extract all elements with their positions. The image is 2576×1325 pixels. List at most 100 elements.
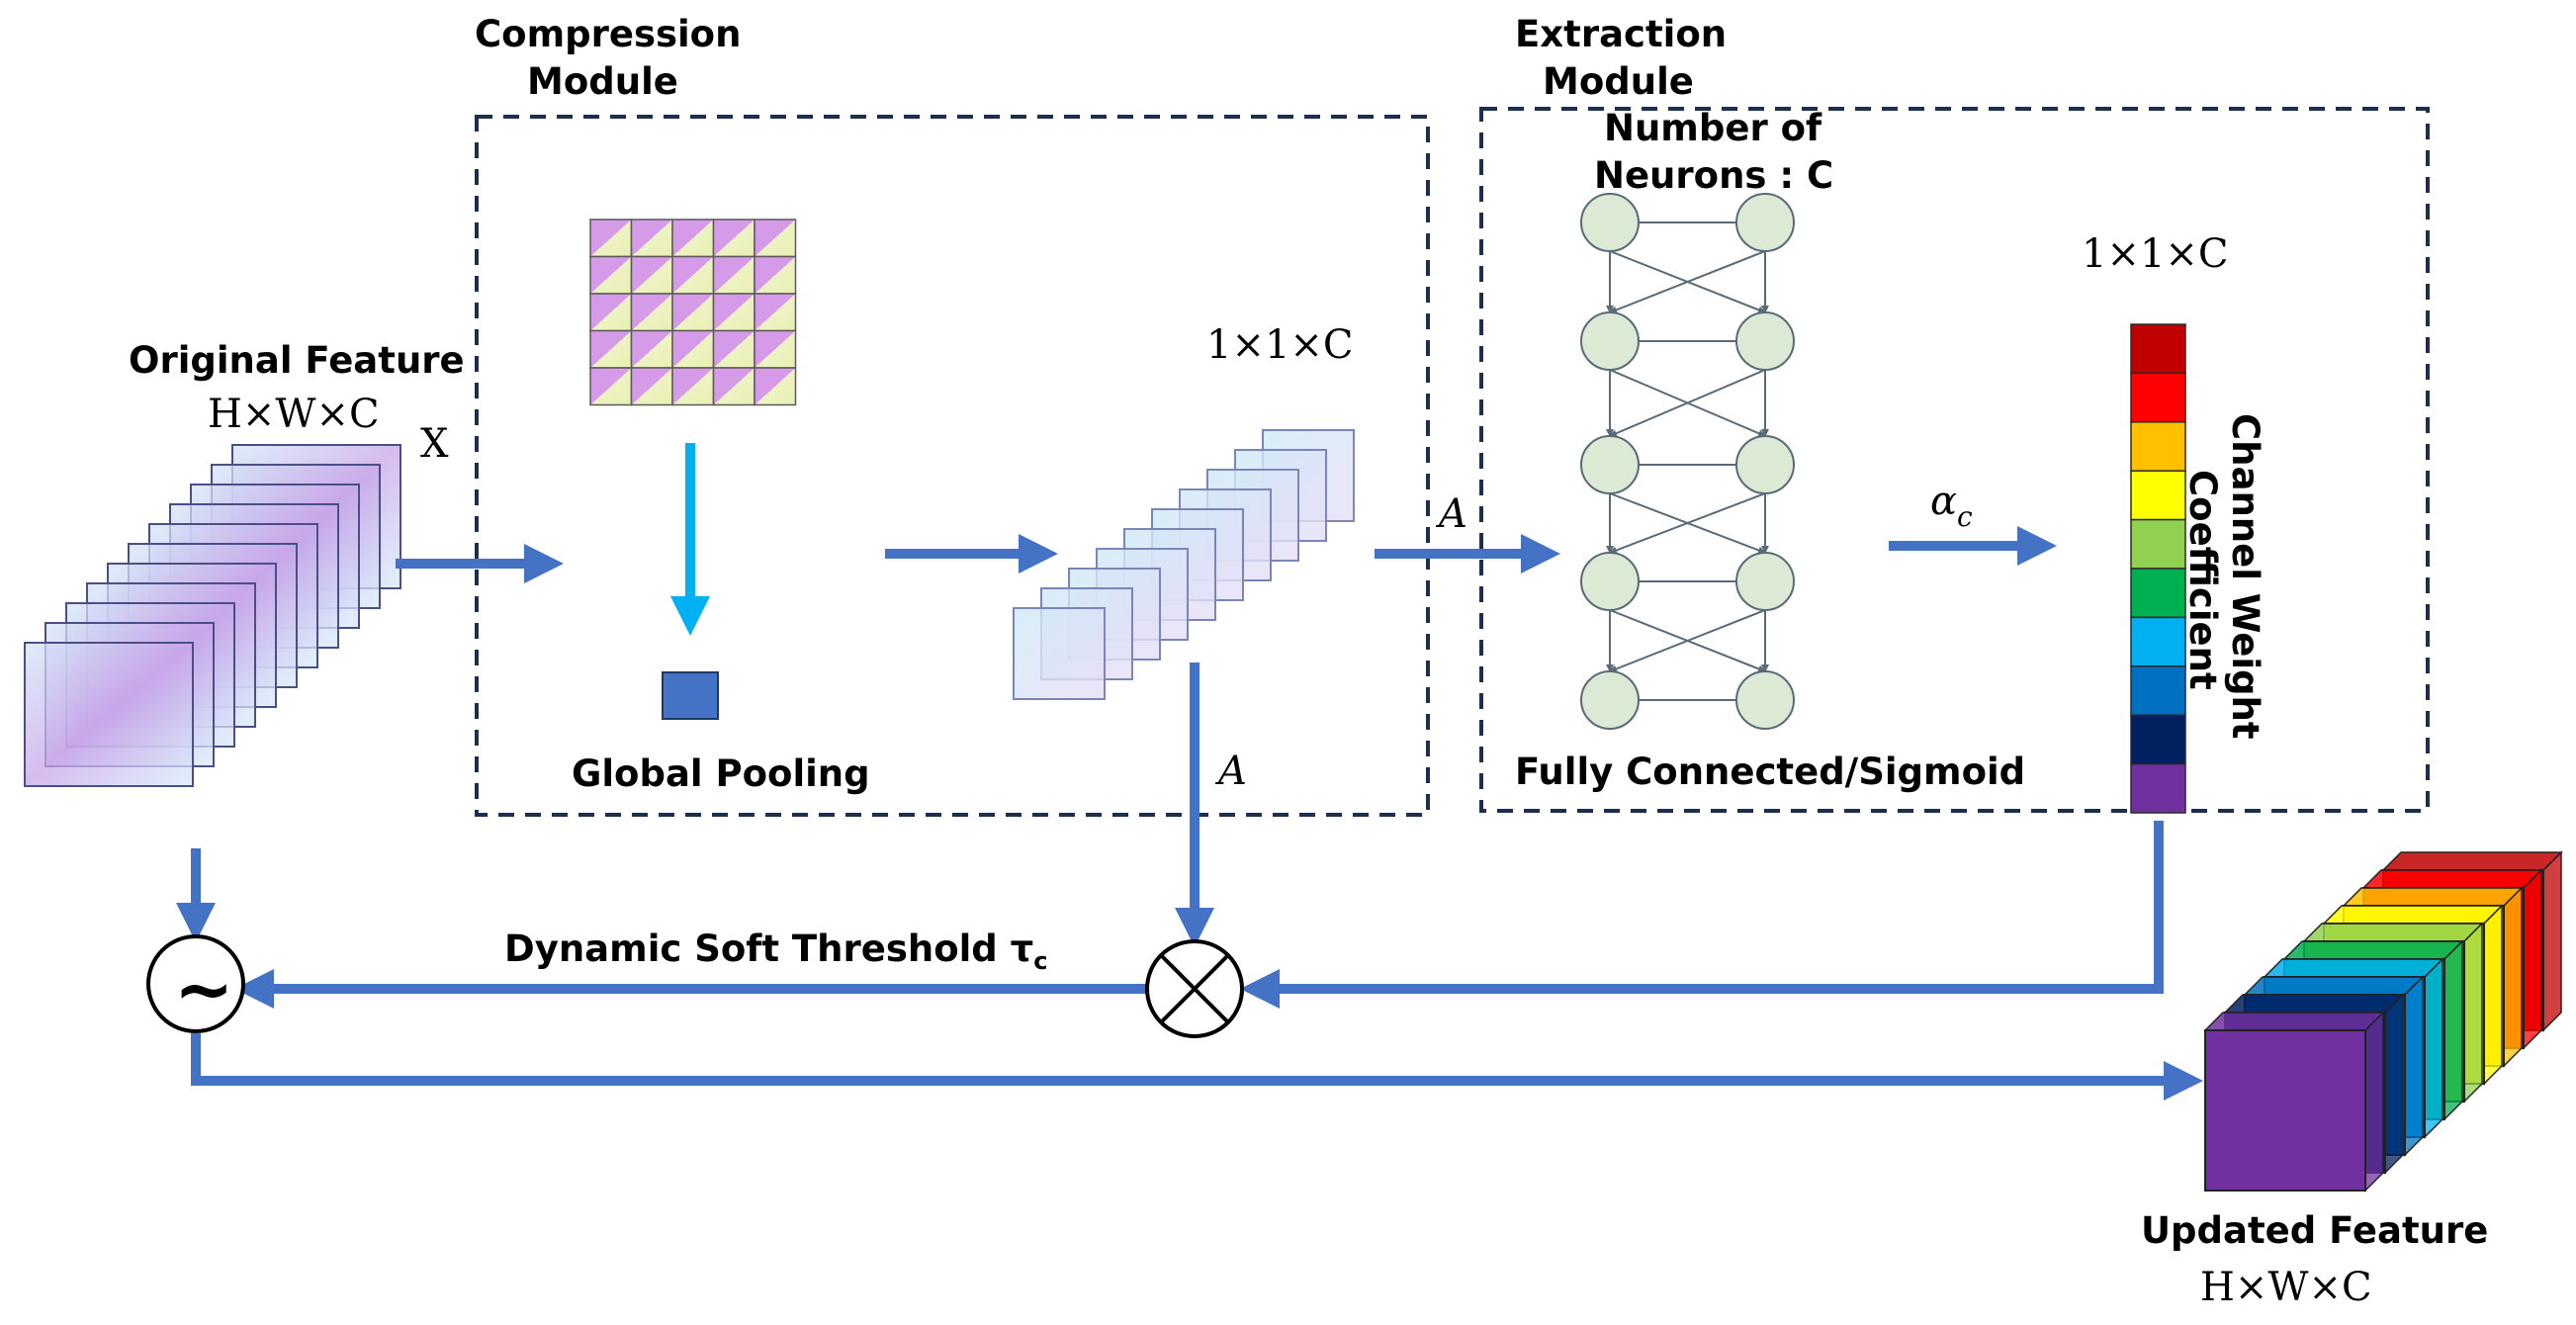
updated-layer-top: [2282, 940, 2464, 960]
feature-layer: [24, 642, 194, 787]
tilde-symbol: ~: [174, 947, 233, 1030]
tilde-circle-icon: ~: [146, 934, 245, 1033]
arrow-tilde-to-output: [191, 1033, 2203, 1101]
grid-cell: [630, 329, 673, 369]
channel-weight-cell: [2130, 421, 2186, 472]
compression-module-box: [475, 115, 1430, 817]
updated-layer-side: [2384, 993, 2404, 1175]
grid-cell: [712, 329, 755, 369]
alpha-subscript: c: [1957, 500, 1973, 533]
updated-layer-top: [2381, 851, 2563, 871]
updated-layer-top: [2243, 976, 2425, 996]
updated-layer-front: [2204, 1029, 2366, 1192]
dynamic-threshold-text: Dynamic Soft Threshold τ: [504, 928, 1033, 970]
pooled-square: [662, 671, 719, 720]
a-label-top: A: [1435, 491, 1467, 537]
dynamic-threshold-label: Dynamic Soft Threshold τc: [504, 928, 1048, 975]
pooled-dims-label: 1×1×C: [1206, 322, 1354, 368]
updated-layer-side: [2503, 886, 2523, 1068]
grid-cell: [754, 293, 797, 332]
neuron: [1580, 311, 1640, 371]
neuron: [1580, 670, 1640, 730]
pooled-layer: [1013, 607, 1106, 700]
grid-cell: [712, 219, 755, 258]
grid-cell: [671, 219, 715, 258]
alpha-symbol: α: [1930, 479, 1957, 524]
weight-dims-label: 1×1×C: [2082, 231, 2229, 277]
updated-layer-top: [2263, 958, 2444, 978]
updated-layer-top: [2361, 869, 2543, 889]
updated-layer-top: [2302, 923, 2484, 942]
updated-layer-top: [2223, 994, 2405, 1014]
channel-weight-bar: [2130, 323, 2186, 814]
grid-cell: [671, 329, 715, 369]
updated-layer-side: [2424, 957, 2443, 1139]
channel-weight-cell: [2130, 568, 2186, 619]
grid-cell: [671, 293, 715, 332]
channel-weight-cell: [2130, 665, 2186, 716]
original-feature-dims: H×W×C: [208, 392, 380, 437]
updated-feature-label: Updated Feature: [2141, 1209, 2488, 1252]
grid-cell: [754, 367, 797, 406]
alpha-label: αc: [1930, 479, 1973, 533]
x-label: X: [420, 421, 449, 467]
updated-layer-side: [2404, 975, 2424, 1157]
updated-feature-stack: [2203, 850, 2563, 1192]
original-feature-stack: [24, 444, 401, 787]
grid-cell: [630, 255, 673, 295]
compression-module-label-1: Compression: [475, 13, 741, 55]
neuron: [1735, 435, 1795, 494]
channel-weight-cell: [2130, 518, 2186, 570]
updated-layer-side: [2542, 850, 2562, 1032]
neuron: [1580, 193, 1640, 252]
grid-cell: [712, 255, 755, 295]
flow-arrows: [176, 526, 2203, 1101]
number-of-neurons-label-2: Neurons : C: [1594, 154, 1833, 197]
grid-cell: [630, 293, 673, 332]
number-of-neurons-label-1: Number of: [1604, 107, 1822, 149]
grid-cell: [589, 219, 633, 258]
pooled-vector-stack: [1013, 429, 1355, 700]
fully-connected-label: Fully Connected/Sigmoid: [1515, 751, 2025, 793]
neuron: [1580, 435, 1640, 494]
network-edge: [1609, 369, 1766, 437]
channel-weight-cell: [2130, 616, 2186, 667]
compression-module-label-2: Module: [527, 60, 678, 103]
neuron: [1735, 193, 1795, 252]
grid-cell: [712, 367, 755, 406]
grid-cell: [754, 329, 797, 369]
network-edge: [1609, 250, 1766, 314]
channel-weight-label-1: Channel Weight: [2224, 413, 2266, 740]
grid-cell: [754, 255, 797, 295]
extraction-module-label-1: Extraction: [1515, 13, 1727, 55]
channel-weight-cell: [2130, 714, 2186, 765]
grid-cell: [630, 367, 673, 406]
feature-map-grid: [589, 219, 797, 406]
updated-layer-top: [2203, 1012, 2385, 1031]
fully-connected-network: [1580, 193, 1795, 730]
channel-weight-cell: [2130, 762, 2186, 814]
updated-feature-dims: H×W×C: [2200, 1265, 2372, 1310]
channel-weight-cell: [2130, 470, 2186, 521]
extraction-module-box: [1479, 107, 2430, 813]
neuron: [1580, 552, 1640, 611]
original-feature-label: Original Feature: [129, 339, 465, 382]
updated-layer-side: [2443, 939, 2463, 1121]
grid-cell: [671, 255, 715, 295]
grid-cell: [589, 367, 633, 406]
network-edge: [1609, 492, 1766, 555]
channel-weight-label-2: Coefficient: [2181, 470, 2224, 690]
grid-cell: [712, 293, 755, 332]
grid-cell: [630, 219, 673, 258]
grid-cell: [589, 293, 633, 332]
dynamic-threshold-subscript: c: [1033, 947, 1047, 975]
arrow-weights-to-multiply: [1240, 821, 2164, 1009]
grid-cell: [754, 219, 797, 258]
channel-weight-cell: [2130, 372, 2186, 423]
updated-layer-side: [2483, 904, 2503, 1086]
updated-layer-side: [2523, 868, 2542, 1050]
updated-layer-top: [2342, 887, 2524, 907]
grid-cell: [589, 255, 633, 295]
